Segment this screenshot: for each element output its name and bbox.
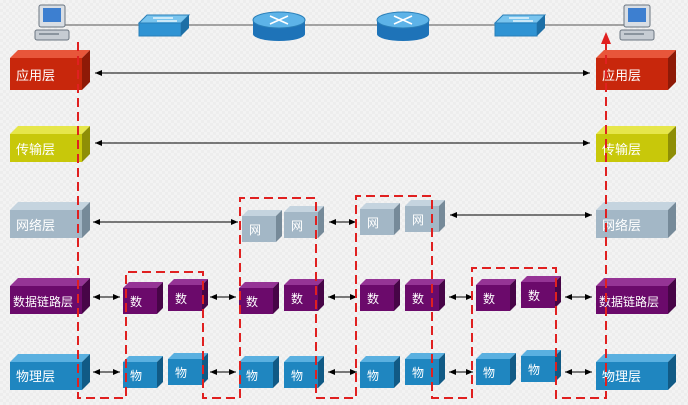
svg-text:网: 网 — [249, 223, 261, 237]
physical-box: 物 — [405, 353, 445, 385]
network-box: 网 — [242, 210, 282, 242]
physical-box: 物 — [284, 356, 324, 388]
svg-text:数: 数 — [291, 291, 303, 306]
svg-text:数: 数 — [412, 291, 424, 306]
svg-text:物: 物 — [528, 363, 540, 377]
physical-layer-right: 物理层 — [596, 354, 676, 390]
svg-text:数: 数 — [483, 291, 495, 306]
layer-label-physical: 物理层 — [16, 370, 55, 385]
layer-label-transport: 传输层 — [602, 142, 641, 158]
physical-layer-left: 物理层 — [10, 354, 90, 390]
svg-text:物: 物 — [291, 369, 303, 383]
physical-box: 物 — [168, 353, 208, 385]
layer-label-datalink: 数据链路层 — [599, 294, 659, 309]
data-path — [77, 38, 607, 399]
layer-label-application: 应用层 — [16, 68, 55, 84]
svg-text:物: 物 — [246, 369, 258, 383]
layer-label-physical: 物理层 — [602, 370, 641, 385]
physical-box: 物 — [360, 356, 400, 388]
svg-text:物: 物 — [367, 369, 379, 383]
layer-label-transport: 传输层 — [16, 142, 55, 158]
svg-text:物: 物 — [483, 366, 495, 380]
network-layer-left: 网络层 — [10, 202, 90, 238]
router-icon — [376, 11, 430, 41]
svg-text:物: 物 — [175, 366, 187, 380]
svg-text:网: 网 — [412, 213, 424, 227]
network-box: 网 — [405, 200, 445, 232]
svg-text:数: 数 — [130, 294, 142, 309]
router-icon — [252, 11, 306, 41]
network-layer-right: 网络层 — [596, 202, 676, 238]
switch-icon — [137, 14, 191, 37]
transport-layer-right: 传输层 — [596, 126, 676, 162]
svg-text:网: 网 — [367, 216, 379, 230]
physical-box: 物 — [476, 353, 516, 385]
svg-text:物: 物 — [130, 369, 142, 383]
datalink-box: 数 — [476, 279, 516, 311]
app-layer-left: 应用层 — [10, 50, 90, 90]
datalink-box: 数 — [123, 282, 163, 314]
svg-text:数: 数 — [246, 294, 258, 309]
datalink-box: 数 — [239, 282, 279, 314]
datalink-layer-right: 数据链路层 — [596, 278, 676, 314]
data-path-arrowhead — [601, 32, 611, 44]
switch-icon — [493, 14, 547, 37]
physical-box: 物 — [239, 356, 279, 388]
transport-layer-left: 传输层 — [10, 126, 90, 162]
computer-icon — [34, 4, 70, 41]
datalink-box: 数 — [360, 279, 400, 311]
layer-label-datalink: 数据链路层 — [13, 294, 73, 309]
physical-box: 物 — [123, 356, 163, 388]
svg-text:数: 数 — [528, 288, 540, 303]
app-layer-right: 应用层 — [596, 50, 676, 90]
datalink-box: 数 — [284, 279, 324, 311]
computer-icon — [619, 4, 655, 41]
datalink-layer-left: 数据链路层 — [10, 278, 90, 314]
network-box: 网 — [360, 203, 400, 235]
svg-text:数: 数 — [367, 291, 379, 306]
svg-text:网: 网 — [291, 219, 303, 233]
network-box: 网 — [284, 206, 324, 238]
physical-box: 物 — [521, 350, 561, 382]
layer-label-application: 应用层 — [602, 68, 641, 84]
svg-text:数: 数 — [175, 291, 187, 306]
datalink-box: 数 — [405, 279, 445, 311]
layer-label-network: 网络层 — [602, 218, 641, 234]
svg-text:物: 物 — [412, 366, 424, 380]
layer-label-network: 网络层 — [16, 218, 55, 234]
